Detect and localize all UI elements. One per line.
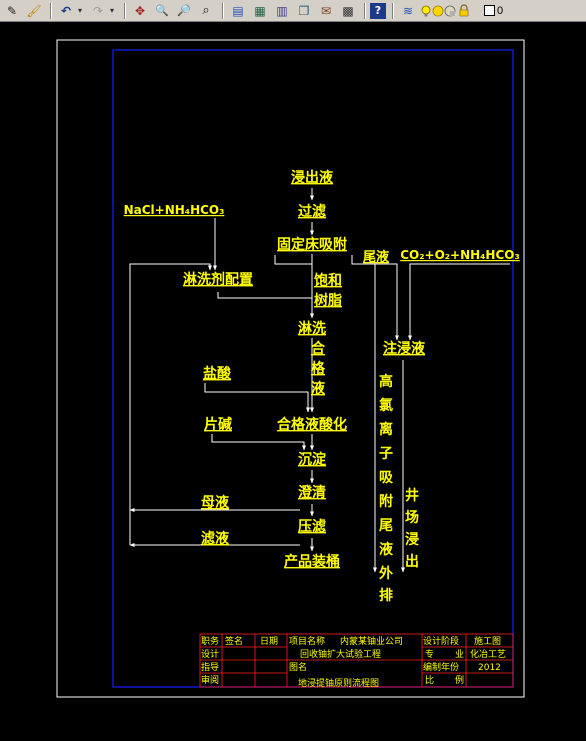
toolbar-separator: [392, 2, 394, 19]
node-tail-solution: 尾液: [363, 249, 389, 265]
well-field-leaching-label: 井 场 浸 出: [405, 487, 419, 570]
node-acidification: 合格液酸化: [277, 416, 347, 433]
tb-design-stage: 施工图: [474, 635, 501, 647]
node-saturated-1: 饱和: [314, 272, 342, 289]
tb-design-stage-label: 设计阶段: [423, 635, 459, 647]
paper-border: [56, 39, 525, 698]
node-mother-liquor: 母液: [201, 494, 230, 511]
drawing-svg[interactable]: 浸出液 过滤 固定床吸附 尾液 CO₂+O₂+NH₄HCO₃ NaCl+NH₄H…: [0, 23, 586, 737]
svg-text:尾: 尾: [379, 518, 393, 534]
sun-icon[interactable]: [432, 5, 444, 16]
match-properties-icon[interactable]: 🖌: [26, 3, 42, 18]
redo-dropdown-icon[interactable]: ▾: [110, 6, 115, 15]
layer-color-swatch[interactable]: [484, 5, 495, 16]
node-precipitation: 沉淀: [298, 451, 327, 468]
lightbulb-icon[interactable]: [421, 5, 431, 17]
tb-design: 设计: [201, 648, 219, 660]
toolbar-separator: [50, 2, 52, 19]
tb-project-name-2: 回收铀扩大试验工程: [300, 648, 381, 660]
tb-scale-1: 比: [425, 674, 434, 686]
node-injection-solution: 注浸液: [383, 340, 426, 357]
svg-text:出: 出: [405, 553, 419, 570]
node-filtration: 过滤: [298, 203, 326, 220]
svg-text:场: 场: [405, 510, 419, 526]
svg-text:子: 子: [379, 446, 393, 462]
freeze-viewport-icon[interactable]: [444, 5, 456, 16]
tool-palettes-icon[interactable]: ▥: [276, 3, 288, 18]
node-elution: 淋洗: [298, 320, 326, 337]
svg-text:吸: 吸: [379, 470, 394, 486]
undo-dropdown-icon[interactable]: ▾: [78, 6, 83, 15]
calculator-icon[interactable]: ▩: [342, 3, 354, 18]
node-qualified-1: 合: [311, 340, 326, 357]
svg-text:离: 离: [379, 421, 393, 438]
tb-major: 化冶工艺: [470, 648, 506, 660]
tb-date: 日期: [260, 636, 278, 647]
node-caustic-soda: 片碱: [204, 416, 232, 433]
flow-lines: [129, 188, 510, 573]
svg-text:外: 外: [379, 565, 393, 582]
title-block: 职务 签名 日期 项目名称 内蒙某铀业公司 设计阶段 施工图 设计 回收铀扩大试…: [199, 633, 514, 689]
design-center-icon[interactable]: ▦: [254, 3, 266, 18]
tb-sign: 签名: [225, 635, 243, 647]
drawing-canvas[interactable]: 浸出液 过滤 固定床吸附 尾液 CO₂+O₂+NH₄HCO₃ NaCl+NH₄H…: [0, 23, 586, 737]
tb-major-1: 专: [425, 648, 434, 660]
current-layer-name[interactable]: 0: [497, 4, 504, 17]
markup-icon[interactable]: ✉: [320, 3, 332, 18]
toolbar-separator: [222, 2, 224, 19]
svg-text:液: 液: [379, 541, 394, 558]
redo-icon[interactable]: ↷: [92, 3, 104, 18]
svg-text:浸: 浸: [405, 531, 419, 548]
tb-review: 审阅: [201, 674, 219, 686]
node-co2-reagent: CO₂+O₂+NH₄HCO₃: [400, 248, 519, 262]
svg-text:排: 排: [379, 587, 393, 604]
help-icon[interactable]: ?: [370, 2, 386, 19]
pan-icon[interactable]: ✥: [134, 3, 146, 18]
svg-text:氯: 氯: [379, 397, 393, 414]
undo-icon[interactable]: ↶: [60, 3, 72, 18]
tb-major-2: 业: [455, 649, 464, 660]
zoom-previous-icon[interactable]: ⌕: [202, 3, 210, 18]
pencil-icon[interactable]: ✎: [6, 3, 18, 18]
tb-project-name-label: 项目名称: [289, 635, 325, 647]
layer-manager-icon[interactable]: ≋: [402, 3, 414, 18]
properties-icon[interactable]: ▤: [232, 3, 244, 18]
tb-year-label: 编制年份: [423, 661, 459, 673]
zoom-window-icon[interactable]: 🔎: [177, 4, 191, 17]
node-press-filtration: 压滤: [298, 518, 326, 535]
layer-state-icons[interactable]: [420, 3, 482, 18]
tb-project-name: 内蒙某铀业公司: [340, 635, 403, 647]
toolbar-separator: [364, 2, 366, 19]
node-nacl-reagent: NaCl+NH₄HCO₃: [124, 203, 225, 217]
tb-guide: 指导: [201, 661, 219, 673]
tb-drawing-name-label: 图名: [289, 661, 307, 673]
node-clarification: 澄清: [298, 484, 326, 501]
lock-icon[interactable]: [459, 3, 469, 16]
node-fixed-bed-adsorption: 固定床吸附: [277, 236, 347, 253]
node-hydrochloric-acid: 盐酸: [203, 365, 232, 382]
node-qualified-3: 液: [311, 380, 326, 397]
node-saturated-2: 树脂: [314, 292, 342, 309]
tb-year: 2012: [478, 663, 501, 673]
node-eluent-preparation: 淋洗剂配置: [183, 271, 253, 288]
sheet-set-icon[interactable]: ❐: [298, 3, 310, 18]
node-qualified-2: 格: [311, 360, 326, 377]
node-filtrate: 滤液: [201, 530, 230, 547]
tb-drawing-name: 地浸提铀原则流程图: [298, 677, 379, 689]
flow-labels: 浸出液 过滤 固定床吸附 尾液 CO₂+O₂+NH₄HCO₃ NaCl+NH₄H…: [124, 169, 520, 570]
zoom-realtime-icon[interactable]: 🔍: [155, 4, 169, 17]
svg-text:附: 附: [379, 493, 393, 510]
svg-text:高: 高: [379, 373, 393, 390]
node-product-barrel: 产品装桶: [284, 553, 340, 570]
tb-role: 职务: [201, 635, 219, 647]
toolbar-separator: [124, 2, 126, 19]
node-leach-solution: 浸出液: [291, 169, 334, 186]
tb-scale-2: 例: [455, 674, 464, 686]
svg-text:井: 井: [405, 487, 419, 504]
standard-toolbar: ✎ 🖌 ↶ ▾ ↷ ▾ ✥ 🔍 🔎 ⌕ ▤ ▦ ▥ ❐ ✉ ▩ ? ≋ 0: [0, 0, 586, 22]
high-chloride-discharge-label: 高 氯 离 子 吸 附 尾 液 外 排: [379, 373, 394, 604]
